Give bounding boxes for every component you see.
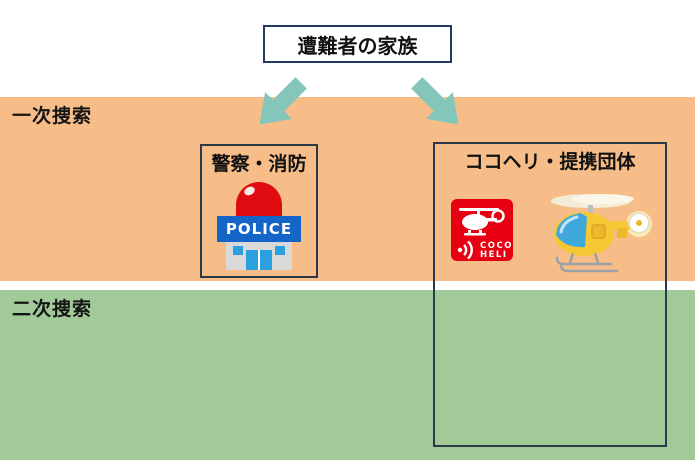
helicopter-icon — [551, 194, 652, 273]
secondary-search-band — [0, 290, 695, 460]
victim-family-box: 遭難者の家族 — [263, 25, 452, 63]
police-window — [275, 246, 285, 255]
police-station-icon: POLICE — [214, 182, 304, 270]
block-arrow-shape — [411, 77, 459, 125]
police-sign: POLICE — [217, 216, 301, 242]
cocoheli-logo-text-line1: COCO — [480, 241, 513, 251]
police-lamp-shine — [242, 185, 257, 197]
primary-search-label: 一次捜索 — [12, 105, 93, 127]
block-arrow-shape — [259, 77, 307, 125]
victim-family-label: 遭難者の家族 — [297, 33, 418, 58]
police-door-panel — [246, 250, 258, 270]
police-lamp — [236, 182, 282, 216]
police-window — [233, 246, 243, 255]
cocoheli-partners-box: ココヘリ・提携団体 COCO HELI — [433, 142, 667, 447]
down-left-arrow-icon — [246, 70, 314, 138]
police-fire-label: 警察・消防 — [211, 153, 307, 175]
police-door-panel — [260, 250, 272, 270]
down-right-arrow-icon — [404, 70, 472, 138]
cocoheli-logo-icon: COCO HELI — [451, 199, 513, 261]
cocoheli-logo-text-line2: HELI — [480, 250, 508, 260]
police-fire-box: 警察・消防 POLICE — [200, 144, 318, 278]
police-door — [246, 250, 272, 270]
secondary-search-label: 二次捜索 — [12, 298, 93, 320]
police-building — [226, 242, 292, 270]
cocoheli-partners-label: ココヘリ・提携団体 — [464, 151, 636, 173]
